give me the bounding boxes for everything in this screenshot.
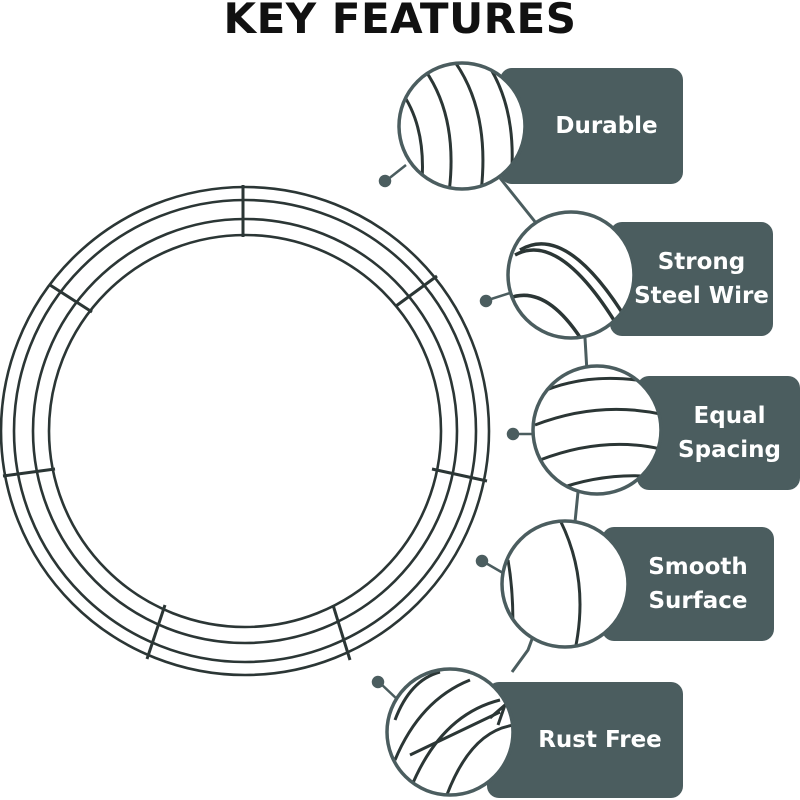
feature-card-durable: Durable xyxy=(500,68,683,184)
wire-closeup-spaced-arcs-icon xyxy=(531,364,663,496)
feature-label-smooth-surface: Smooth Surface xyxy=(648,554,748,614)
feature-card-rust-free: Rust Free xyxy=(487,682,683,798)
feature-card-equal-spacing: Equal Spacing xyxy=(637,376,800,490)
wire-closeup-joint-icon xyxy=(385,667,515,797)
page-title: KEY FEATURES xyxy=(223,0,577,43)
feature-label-strong-steel-wire: Strong Steel Wire xyxy=(634,249,769,309)
wire-closeup-double-curve-icon xyxy=(506,210,636,340)
feature-label-equal-spacing: Equal Spacing xyxy=(678,403,781,463)
feature-card-strong-steel-wire: Strong Steel Wire xyxy=(610,222,773,336)
feature-label-rust-free: Rust Free xyxy=(538,727,662,753)
wire-closeup-smooth-icon xyxy=(500,519,630,649)
feature-label-durable: Durable xyxy=(555,113,658,139)
wire-closeup-parallel-icon xyxy=(397,61,527,191)
feature-card-smooth-surface: Smooth Surface xyxy=(602,527,774,641)
